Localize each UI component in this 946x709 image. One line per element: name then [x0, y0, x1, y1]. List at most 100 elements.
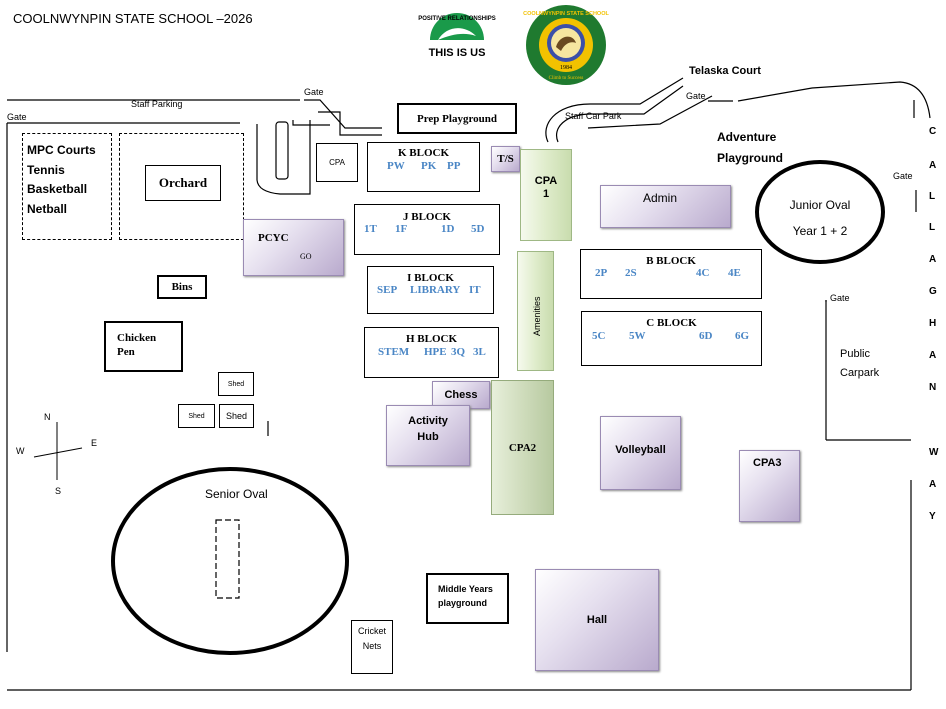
- orchard-sign: Orchard: [145, 165, 221, 201]
- room-4e: 4E: [728, 267, 741, 279]
- room-3l: 3L: [473, 346, 486, 358]
- cpa-small[interactable]: CPA: [316, 143, 358, 182]
- basketball-label: Basketball: [27, 182, 88, 196]
- j-block-title: J BLOCK: [403, 211, 451, 223]
- cpa2-building[interactable]: CPA2: [491, 380, 554, 515]
- callaghan-way-letter: L: [929, 191, 936, 202]
- c-block[interactable]: C BLOCK 5C 5W 6D 6G: [581, 311, 762, 366]
- room-stem: STEM: [378, 346, 410, 358]
- cricket-nets[interactable]: Cricket Nets: [351, 620, 393, 674]
- tennis-label: Tennis: [27, 162, 65, 177]
- chess-label: Chess: [444, 389, 478, 401]
- crest-ring-text: COOLNWYNPIN STATE SCHOOL: [523, 11, 609, 17]
- compass-s: S: [55, 486, 62, 496]
- compass-n: N: [44, 412, 51, 422]
- senior-oval-ring: [111, 467, 349, 655]
- shed-c[interactable]: Shed: [219, 404, 254, 428]
- gate-telaska-label: Gate: [686, 91, 706, 101]
- room-5c: 5C: [592, 330, 606, 342]
- this-is-us-logo: POSITIVE RELATIONSHIPS THIS IS US: [412, 6, 502, 68]
- hall-building[interactable]: Hall: [535, 569, 659, 671]
- amenities-label: Amenities: [532, 296, 542, 336]
- bins-label: Bins: [171, 281, 193, 293]
- mpc-courts-area[interactable]: MPC Courts Tennis Basketball Netball: [22, 133, 112, 240]
- i-block-title: I BLOCK: [407, 272, 454, 284]
- cpa3-building[interactable]: CPA3: [739, 450, 800, 522]
- compass-lines: [33, 422, 83, 480]
- chicken-pen[interactable]: Chicken Pen: [104, 321, 183, 372]
- j-block[interactable]: J BLOCK 1T 1F 1D 5D: [354, 204, 500, 255]
- room-1f: 1F: [395, 223, 408, 235]
- mpc-courts-label: MPC Courts: [27, 143, 96, 157]
- pcyc-building[interactable]: PCYC GO: [243, 219, 344, 276]
- ts-label: T/S: [497, 153, 514, 165]
- room-hpe: HPE: [424, 346, 447, 358]
- h-block-title: H BLOCK: [405, 333, 458, 345]
- junior-oval-line1: Junior Oval: [789, 198, 851, 212]
- staff-parking-label: Staff Parking: [131, 99, 183, 109]
- amenities-building[interactable]: Amenities: [517, 251, 554, 371]
- activity-hub-line1: Activity: [408, 415, 448, 427]
- staff-car-park-label: Staff Car Park: [565, 111, 622, 121]
- adventure-playground-label: Adventure Playground: [717, 127, 783, 169]
- callaghan-way-letter: W: [929, 447, 939, 458]
- compass-e: E: [91, 438, 98, 448]
- activity-hub-building[interactable]: Activity Hub: [386, 405, 470, 466]
- callaghan-way-letter: L: [929, 222, 936, 233]
- room-sep: SEP: [377, 284, 398, 296]
- callaghan-way-letter: Y: [929, 511, 936, 522]
- cpa3-label: CPA3: [753, 457, 782, 469]
- junior-oval-line2: Year 1 + 2: [792, 224, 848, 238]
- shed-c-label: Shed: [225, 411, 248, 421]
- logo1-top-text: POSITIVE RELATIONSHIPS: [418, 16, 496, 22]
- cricket-nets-line1: Cricket: [357, 626, 386, 636]
- school-crest-logo: COOLNWYNPIN STATE SCHOOL 1984 Climb to S…: [521, 3, 611, 87]
- i-block[interactable]: I BLOCK SEP LIBRARY IT: [367, 266, 494, 314]
- k-block[interactable]: K BLOCK PW PK PP: [367, 142, 480, 192]
- room-1t: 1T: [364, 223, 377, 235]
- prep-playground[interactable]: Prep Playground: [397, 103, 517, 134]
- cpa1-building[interactable]: CPA 1: [520, 149, 572, 241]
- admin-label: Admin: [643, 191, 678, 205]
- telaska-court-label: Telaska Court: [689, 65, 761, 77]
- room-pw: PW: [387, 160, 405, 172]
- callaghan-way-letter: H: [929, 318, 937, 329]
- pcyc-label: PCYC: [258, 232, 289, 244]
- shed-b[interactable]: Shed: [178, 404, 215, 428]
- orchard-label: Orchard: [158, 175, 208, 190]
- ts-building[interactable]: T/S: [491, 146, 520, 172]
- room-1d: 1D: [441, 223, 455, 235]
- map-title: COOLNWYNPIN STATE SCHOOL –2026: [13, 11, 253, 26]
- junior-oval-ring: [755, 160, 885, 264]
- h-block[interactable]: H BLOCK STEM HPE 3Q 3L: [364, 327, 499, 378]
- prep-playground-label: Prep Playground: [417, 112, 497, 125]
- callaghan-way-letter: N: [929, 382, 937, 393]
- room-5w: 5W: [629, 330, 646, 342]
- chicken-pen-line2: Pen: [117, 346, 135, 358]
- callaghan-way-letter: G: [929, 286, 937, 297]
- gate-carpark-label: Gate: [830, 293, 850, 303]
- b-block-title: B BLOCK: [646, 255, 696, 267]
- c-block-title: C BLOCK: [646, 317, 697, 329]
- shed-b-label: Shed: [188, 412, 205, 420]
- volleyball-label: Volleyball: [615, 444, 666, 456]
- junior-oval-label: Junior Oval Year 1 + 2: [772, 192, 868, 244]
- admin-building[interactable]: Admin: [600, 185, 731, 228]
- room-it: IT: [469, 284, 481, 296]
- volleyball-building[interactable]: Volleyball: [600, 416, 681, 490]
- bins[interactable]: Bins: [157, 275, 207, 299]
- callaghan-way-letter: A: [929, 350, 937, 361]
- shed-a[interactable]: Shed: [218, 372, 254, 396]
- middle-years-playground[interactable]: Middle Years playground: [426, 573, 509, 624]
- cpa-small-label: CPA: [329, 158, 345, 167]
- chess-building[interactable]: Chess: [432, 381, 490, 409]
- b-block[interactable]: B BLOCK 2P 2S 4C 4E: [580, 249, 762, 299]
- callaghan-way-letter: A: [929, 254, 937, 265]
- room-library: LIBRARY: [410, 284, 461, 296]
- adventure-playground-line2: Playground: [717, 151, 784, 165]
- go-label: GO: [300, 252, 312, 261]
- cricket-nets-line2: Nets: [362, 641, 382, 651]
- k-block-title: K BLOCK: [397, 147, 450, 159]
- room-3q: 3Q: [451, 346, 466, 358]
- room-pk: PK: [421, 160, 437, 172]
